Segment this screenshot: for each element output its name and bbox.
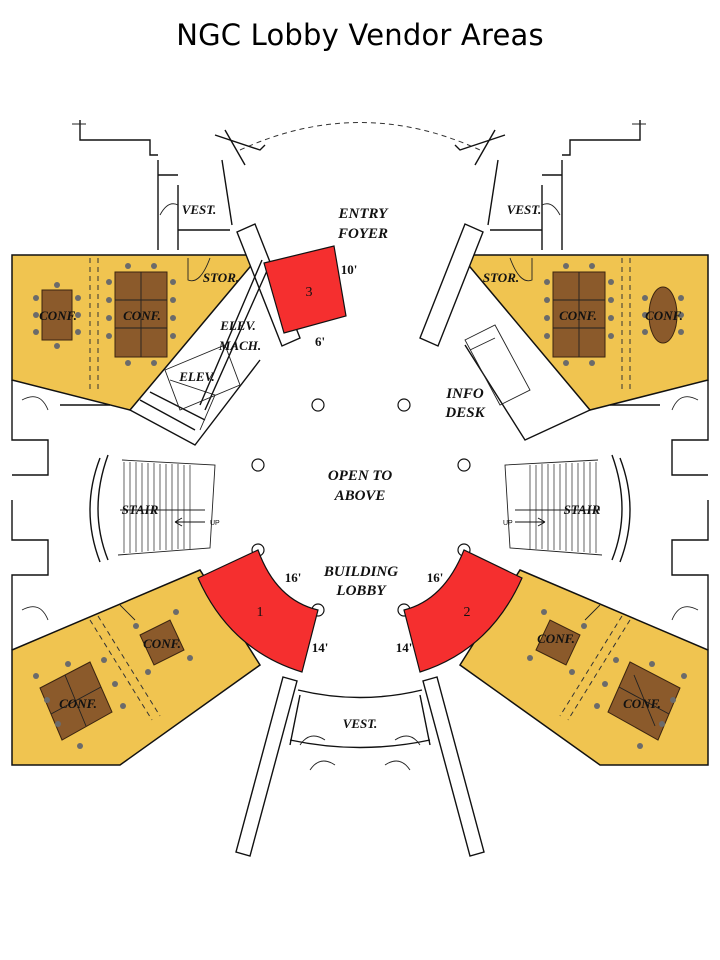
vendor-area-2-number: 2: [464, 605, 471, 620]
vendor-area-1-dim-depth: 14': [312, 640, 329, 655]
up-label-right: UP: [503, 520, 513, 527]
chairs: [33, 263, 176, 366]
open-to-above-label-2: ABOVE: [334, 488, 386, 504]
vendor-area-2: [403, 549, 523, 673]
elev-label: ELEV.: [178, 369, 215, 384]
entry-foyer-label-1: ENTRY: [338, 206, 390, 222]
vendor-areas: [197, 245, 523, 673]
vendor-area-1: [197, 549, 319, 673]
vendor-area-3: [263, 245, 347, 334]
stair-label-right: STAIR: [564, 502, 601, 517]
stor-label-left: STOR.: [203, 270, 239, 285]
info-desk-label-1: INFO: [445, 386, 484, 402]
building-lobby-label-1: BUILDING: [323, 564, 398, 580]
entry-walls: [72, 120, 646, 250]
vendor-area-3-dim-depth: 6': [315, 334, 325, 349]
building-lobby-label-2: LOBBY: [335, 583, 387, 599]
conference-table: [535, 619, 581, 666]
vest-label-bottom: VEST.: [343, 716, 378, 731]
stor-label-right: STOR.: [483, 270, 519, 285]
conf-label: CONF.: [559, 308, 597, 323]
open-to-above-label-1: OPEN TO: [328, 468, 392, 484]
left-conference-wing: [11, 254, 262, 446]
vendor-area-2-dim-width: 16': [427, 570, 444, 585]
up-label-left: UP: [210, 520, 220, 527]
conference-table: [648, 286, 678, 344]
conf-label: CONF.: [537, 631, 575, 646]
right-conference-wing: [458, 254, 709, 441]
chairs: [527, 609, 687, 749]
conference-table: [41, 289, 73, 341]
elev-mach-label-2: MACH.: [218, 338, 261, 353]
vendor-area-2-dim-depth: 14': [396, 640, 413, 655]
vendor-area-3-number: 3: [306, 285, 313, 300]
vest-label-right: VEST.: [507, 202, 542, 217]
elev-mach-label-1: ELEV.: [219, 318, 256, 333]
vest-label-left: VEST.: [182, 202, 217, 217]
conference-table: [139, 619, 185, 666]
conf-label: CONF.: [143, 636, 181, 651]
stair-right: [504, 454, 631, 563]
conf-label: CONF.: [123, 308, 161, 323]
page-title: NGC Lobby Vendor Areas: [176, 18, 544, 52]
conf-label: CONF.: [623, 696, 661, 711]
conf-label: CONF.: [645, 308, 683, 323]
chairs: [544, 263, 684, 366]
stair-label-left: STAIR: [122, 502, 159, 517]
left-conference-wing-lower: [11, 569, 262, 766]
info-desk-label-2: DESK: [444, 405, 485, 421]
stair-left: [89, 454, 216, 563]
right-conference-wing-lower: [458, 569, 709, 766]
conf-label: CONF.: [59, 696, 97, 711]
vendor-area-3-dim-width: 10': [341, 262, 358, 277]
entry-foyer-label-2: FOYER: [337, 226, 388, 242]
chairs: [33, 609, 193, 749]
vendor-area-1-number: 1: [257, 605, 264, 620]
side-walls: [11, 380, 709, 650]
bottom-vestibule: [289, 689, 431, 771]
vendor-area-1-dim-width: 16': [285, 570, 302, 585]
conf-label: CONF.: [39, 308, 77, 323]
